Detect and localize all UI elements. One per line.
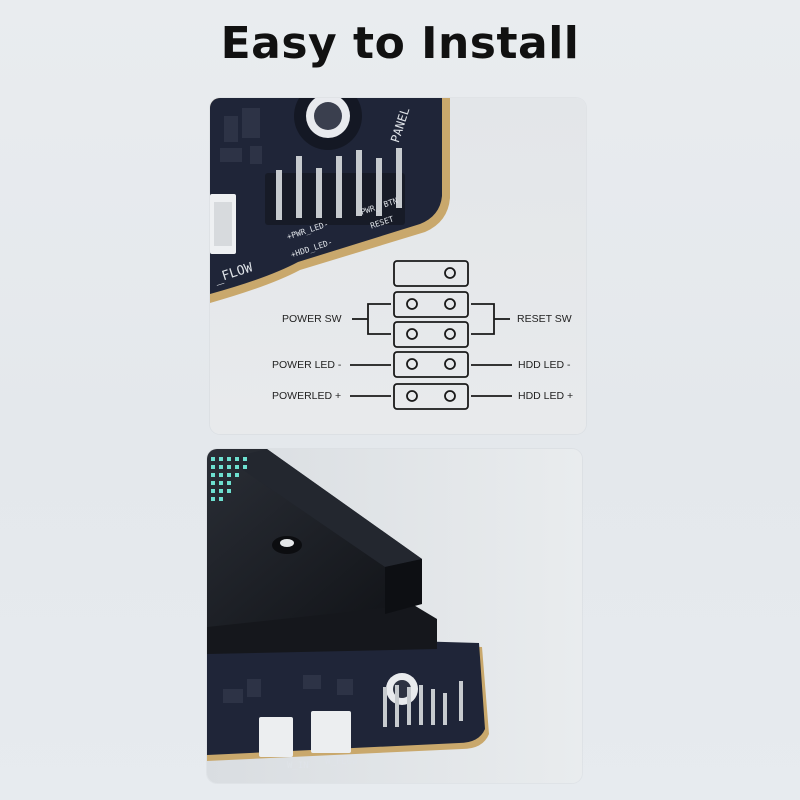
pinout-diagram: [350, 260, 512, 410]
power-sw-label: POWER SW: [282, 313, 342, 325]
silk-w-in-label: W_IN: [287, 761, 309, 771]
board-render-top: [210, 98, 450, 303]
power-led-plus-label: POWERLED +: [272, 390, 342, 402]
reset-sw-label: RESET SW: [517, 313, 572, 325]
silk-w-flow-label: W_FLOW: [325, 757, 358, 767]
hdd-led-plus-label: HDD LED +: [518, 390, 574, 402]
hdd-led-minus-label: HDD LED -: [518, 359, 571, 371]
page-title: Easy to Install: [220, 18, 580, 69]
install-render-panel: W_IN W_FLOW: [207, 449, 582, 783]
power-led-minus-label: POWER LED -: [272, 359, 342, 371]
pinout-panel: PANEL PWR_ BTN RESET +PWR_LED- +HDD_LED-…: [210, 98, 586, 434]
cooler-render: [207, 449, 489, 761]
